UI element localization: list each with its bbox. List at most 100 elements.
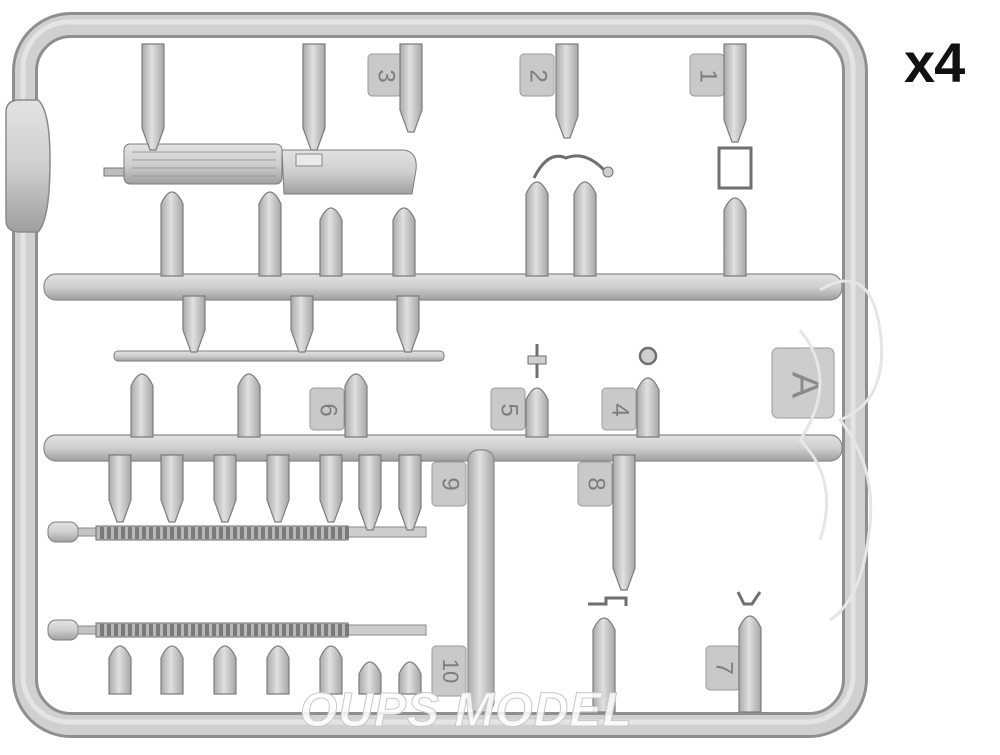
sprue-gate-19 <box>636 377 660 438</box>
sprue-gate-20 <box>108 454 132 523</box>
runner-middle <box>43 434 843 462</box>
belt-cartridge <box>219 624 223 636</box>
left-tab <box>5 99 51 233</box>
belt-cartridge <box>275 527 279 539</box>
belt-cartridge <box>191 624 195 636</box>
part-number-4: 4 <box>607 403 634 416</box>
sprue-gate-13 <box>290 295 314 353</box>
belt-cartridge <box>170 527 174 539</box>
belt-cartridge <box>289 527 293 539</box>
belt-cartridge <box>303 527 307 539</box>
belt-cartridge <box>191 527 195 539</box>
belt-cartridge <box>156 624 160 636</box>
sprue-gate-23 <box>266 454 290 523</box>
tab-2: 2 <box>519 53 555 97</box>
belt-cartridge <box>338 624 342 636</box>
belt-cartridge <box>142 624 146 636</box>
belt-cartridge <box>261 624 265 636</box>
part-number-7: 7 <box>711 661 738 674</box>
belt-cartridge <box>317 624 321 636</box>
belt-cartridge <box>282 527 286 539</box>
belt-cartridge <box>163 527 167 539</box>
rod-part <box>113 350 445 362</box>
belt-cartridge <box>303 624 307 636</box>
sprue-gate-6 <box>258 191 282 277</box>
sprue-gate-5 <box>160 191 184 277</box>
part-number-1: 1 <box>695 69 722 82</box>
sprue-gate-4 <box>723 43 747 143</box>
belt-cartridge <box>324 527 328 539</box>
sight-part <box>527 344 547 378</box>
belt-cartridge <box>282 624 286 636</box>
belt-cartridge <box>114 527 118 539</box>
belt-cartridge <box>331 624 335 636</box>
sprue-gate-30 <box>266 645 290 695</box>
belt-cartridge <box>324 624 328 636</box>
tab-3: 3 <box>367 53 403 97</box>
sprue-gate-2 <box>399 43 423 133</box>
belt-cartridge <box>289 624 293 636</box>
sprue-gate-36 <box>738 615 762 713</box>
belt-cartridge <box>135 624 139 636</box>
belt-cartridge <box>240 624 244 636</box>
belt-cartridge <box>149 527 153 539</box>
belt-links <box>100 527 349 636</box>
belt-cartridge <box>268 527 272 539</box>
sprue-gate-22 <box>213 454 237 523</box>
belt-cartridge <box>149 624 153 636</box>
belt-cartridge <box>163 624 167 636</box>
sprue-gate-12 <box>182 295 206 353</box>
belt-cartridge <box>275 624 279 636</box>
tab-8: 8 <box>577 461 613 507</box>
belt-cartridge <box>100 624 104 636</box>
belt-cartridge <box>219 527 223 539</box>
belt-cartridge <box>331 527 335 539</box>
belt-cartridge <box>198 527 202 539</box>
sprue-gate-18 <box>525 387 549 438</box>
belt-cartridge <box>268 624 272 636</box>
belt-cartridge <box>310 527 314 539</box>
belt-cartridge <box>317 527 321 539</box>
sprue-gate-0 <box>141 43 165 151</box>
belt-cartridge <box>240 527 244 539</box>
sprue-gate-9 <box>525 181 549 277</box>
tab-1: 1 <box>689 53 725 97</box>
tab-5: 5 <box>490 387 526 431</box>
tab-4: 4 <box>601 387 637 431</box>
clamp-part <box>736 591 762 606</box>
sprue-gates <box>108 43 762 713</box>
sprue-gate-28 <box>160 645 184 695</box>
belt-cartridge <box>226 624 230 636</box>
belt-cartridge <box>128 624 132 636</box>
sprue-gate-15 <box>130 373 154 438</box>
belt-cartridge <box>184 527 188 539</box>
belt-cartridge <box>233 527 237 539</box>
sprue-gate-27 <box>108 645 132 695</box>
sprue-gate-10 <box>573 181 597 277</box>
sprue-gate-8 <box>392 207 416 277</box>
belt-cartridge <box>135 527 139 539</box>
belt-cartridge <box>212 527 216 539</box>
belt-cartridge <box>212 624 216 636</box>
tripod-mount-part <box>532 154 614 179</box>
belt-cartridge <box>156 527 160 539</box>
belt-cartridge <box>205 527 209 539</box>
sprue-gate-1 <box>302 43 326 151</box>
belt-cartridge <box>121 624 125 636</box>
part-number-5: 5 <box>496 403 523 416</box>
sprue-gate-26 <box>398 454 422 531</box>
belt-cartridge <box>296 527 300 539</box>
outer-frame-highlight <box>20 19 856 725</box>
belt-cartridge <box>296 624 300 636</box>
sprue-gate-35 <box>592 617 616 713</box>
sprue-gate-25 <box>358 454 382 531</box>
sprue-gate-11 <box>723 197 747 277</box>
sprue-gate-21 <box>160 454 184 523</box>
belt-cartridge <box>310 624 314 636</box>
belt-cartridge <box>177 624 181 636</box>
part-number-2: 2 <box>525 69 552 82</box>
belt-cartridge <box>254 624 258 636</box>
machine-gun-part <box>103 143 417 195</box>
